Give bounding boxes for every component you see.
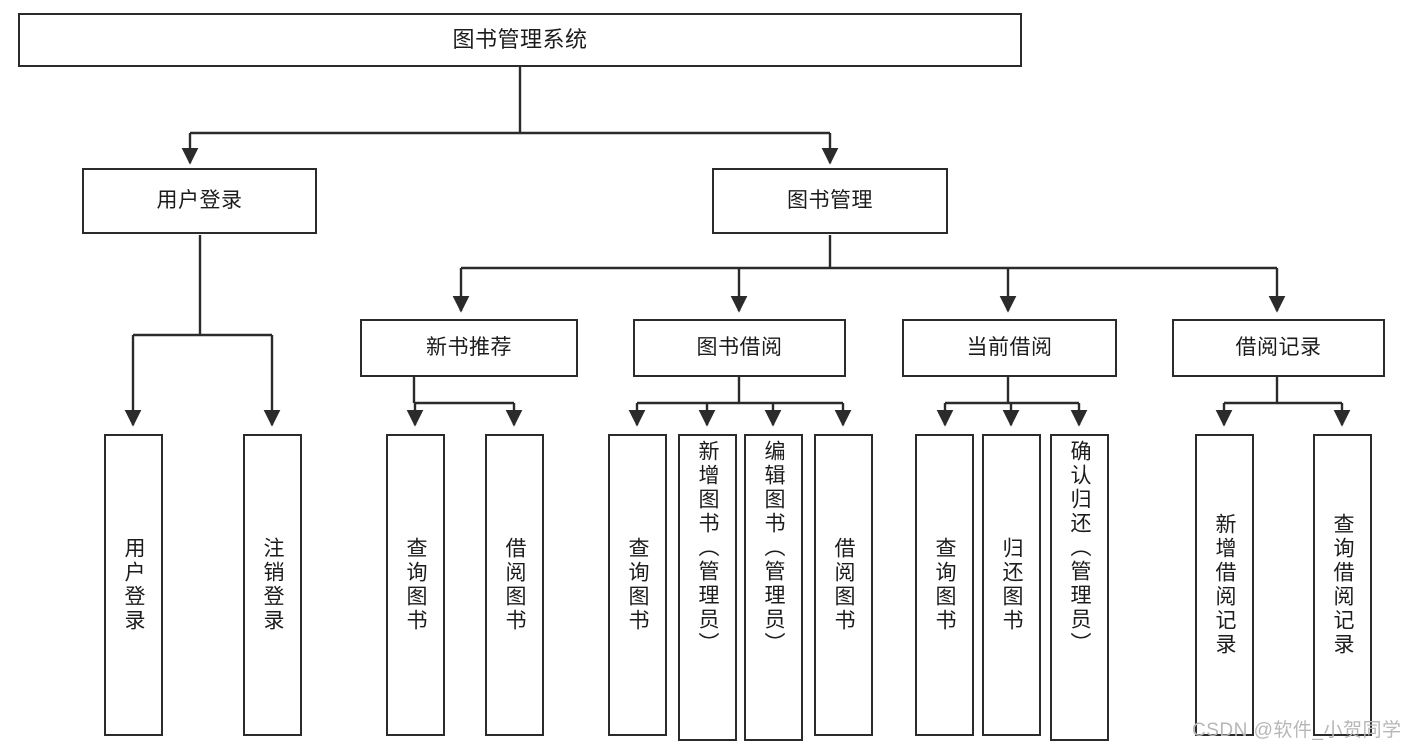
leaf-new-book-borrow[interactable]: 借阅图书 <box>485 434 544 736</box>
node-label: 用户登录 <box>122 537 145 633</box>
node-label: 用户登录 <box>156 189 243 213</box>
node-new-book-recommend[interactable]: 新书推荐 <box>360 319 578 377</box>
leaf-user-login-logout[interactable]: 注销登录 <box>243 434 302 736</box>
node-current-borrow[interactable]: 当前借阅 <box>902 319 1117 377</box>
node-label: 归还图书 <box>1000 537 1023 633</box>
node-label: 查询图书 <box>404 537 427 633</box>
leaf-current-borrow-confirm-admin[interactable]: 确认归还（管理员） <box>1050 434 1109 741</box>
node-borrow-record[interactable]: 借阅记录 <box>1172 319 1385 377</box>
node-label: 借阅图书 <box>503 537 526 633</box>
leaf-book-borrow-edit-admin[interactable]: 编辑图书（管理员） <box>744 434 803 741</box>
node-label: 借阅记录 <box>1235 336 1322 360</box>
node-label: 编辑图书（管理员） <box>762 440 785 656</box>
leaf-borrow-record-add[interactable]: 新增借阅记录 <box>1195 434 1254 736</box>
node-label: 图书管理系统 <box>452 26 588 52</box>
node-book-management[interactable]: 图书管理 <box>712 168 948 234</box>
leaf-book-borrow-borrow[interactable]: 借阅图书 <box>814 434 873 736</box>
leaf-user-login-login[interactable]: 用户登录 <box>104 434 163 736</box>
node-user-login[interactable]: 用户登录 <box>82 168 317 234</box>
leaf-book-borrow-add-admin[interactable]: 新增图书（管理员） <box>678 434 737 741</box>
node-label: 图书借阅 <box>696 336 783 360</box>
csdn-watermark: CSDN @软件_小贺同学 <box>1192 720 1402 741</box>
leaf-current-borrow-query[interactable]: 查询图书 <box>915 434 974 736</box>
node-label: 查询借阅记录 <box>1331 513 1354 657</box>
node-label: 借阅图书 <box>832 537 855 633</box>
node-label: 查询图书 <box>933 537 956 633</box>
node-label: 当前借阅 <box>966 336 1053 360</box>
node-label: 注销登录 <box>261 537 284 633</box>
leaf-new-book-query[interactable]: 查询图书 <box>386 434 445 736</box>
node-label: 确认归还（管理员） <box>1068 440 1091 656</box>
node-label: 新增图书（管理员） <box>696 440 719 656</box>
node-label: 图书管理 <box>787 189 873 213</box>
leaf-book-borrow-query[interactable]: 查询图书 <box>608 434 667 736</box>
node-label: 查询图书 <box>626 537 649 633</box>
node-root-book-management-system[interactable]: 图书管理系统 <box>18 13 1022 67</box>
node-book-borrow[interactable]: 图书借阅 <box>633 319 846 377</box>
leaf-borrow-record-query[interactable]: 查询借阅记录 <box>1313 434 1372 736</box>
leaf-current-borrow-return[interactable]: 归还图书 <box>982 434 1041 736</box>
node-label: 新书推荐 <box>426 336 512 360</box>
node-label: 新增借阅记录 <box>1213 513 1236 657</box>
